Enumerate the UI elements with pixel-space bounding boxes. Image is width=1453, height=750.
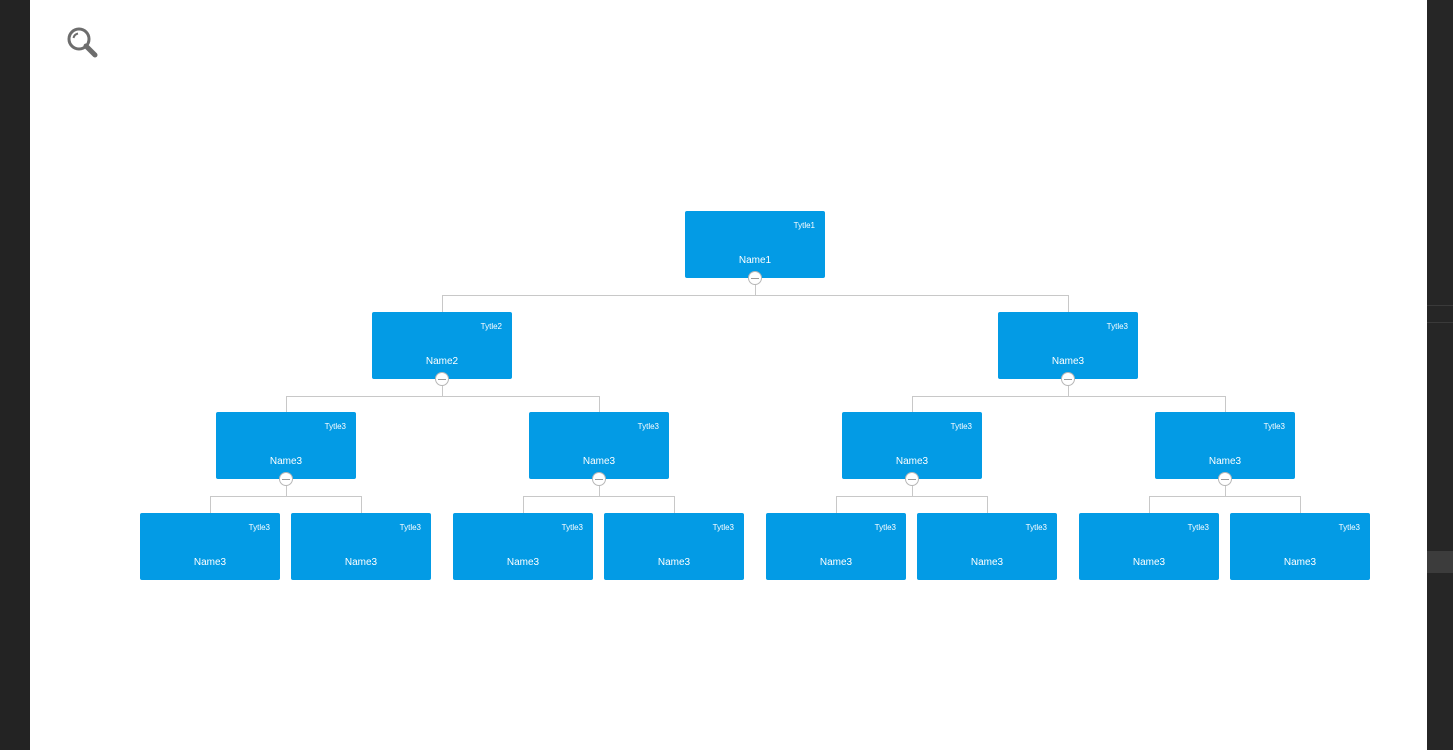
collapse-toggle[interactable] (592, 472, 606, 486)
node-title: Tytle3 (950, 422, 972, 431)
node-name: Name3 (1051, 356, 1085, 367)
node-title: Tytle3 (1106, 322, 1128, 331)
gutter-divider (1427, 305, 1453, 306)
node-name: Name3 (819, 557, 853, 568)
left-gutter (0, 0, 30, 750)
node-name: Name3 (1132, 557, 1166, 568)
node-name: Name3 (582, 456, 616, 467)
node-name: Name3 (895, 456, 929, 467)
magnifier-icon (67, 27, 98, 58)
node-title: Tytle3 (561, 523, 583, 532)
collapse-toggle[interactable] (1218, 472, 1232, 486)
node-name: Name3 (193, 557, 227, 568)
node-name: Name3 (506, 557, 540, 568)
collapse-toggle[interactable] (1061, 372, 1075, 386)
node-name: Name1 (738, 255, 772, 266)
gutter-scroll-thumb[interactable] (1427, 551, 1453, 573)
node-title: Tytle3 (1263, 422, 1285, 431)
right-scroll-gutter (1427, 0, 1453, 750)
collapse-toggle[interactable] (748, 271, 762, 285)
node-title: Tytle3 (874, 523, 896, 532)
node-title: Tytle3 (324, 422, 346, 431)
node-title: Tytle2 (480, 322, 502, 331)
node-name: Name2 (425, 356, 459, 367)
collapse-toggle[interactable] (905, 472, 919, 486)
connector-lines (210, 278, 1301, 513)
node-title: Tytle3 (399, 523, 421, 532)
node-name: Name3 (344, 557, 378, 568)
node-title: Tytle3 (1187, 523, 1209, 532)
node-name: Name3 (1283, 557, 1317, 568)
zoom-button[interactable] (64, 24, 100, 60)
collapse-toggle[interactable] (279, 472, 293, 486)
collapse-toggle[interactable] (435, 372, 449, 386)
node-title: Tytle3 (712, 523, 734, 532)
node-title: Tytle3 (1338, 523, 1360, 532)
node-name: Name3 (1208, 456, 1242, 467)
node-title: Tytle1 (793, 221, 815, 230)
node-name: Name3 (657, 557, 691, 568)
node-name: Name3 (269, 456, 303, 467)
node-title: Tytle3 (1025, 523, 1047, 532)
node-name: Name3 (970, 557, 1004, 568)
node-title: Tytle3 (637, 422, 659, 431)
node-title: Tytle3 (248, 523, 270, 532)
gutter-divider (1427, 322, 1453, 323)
